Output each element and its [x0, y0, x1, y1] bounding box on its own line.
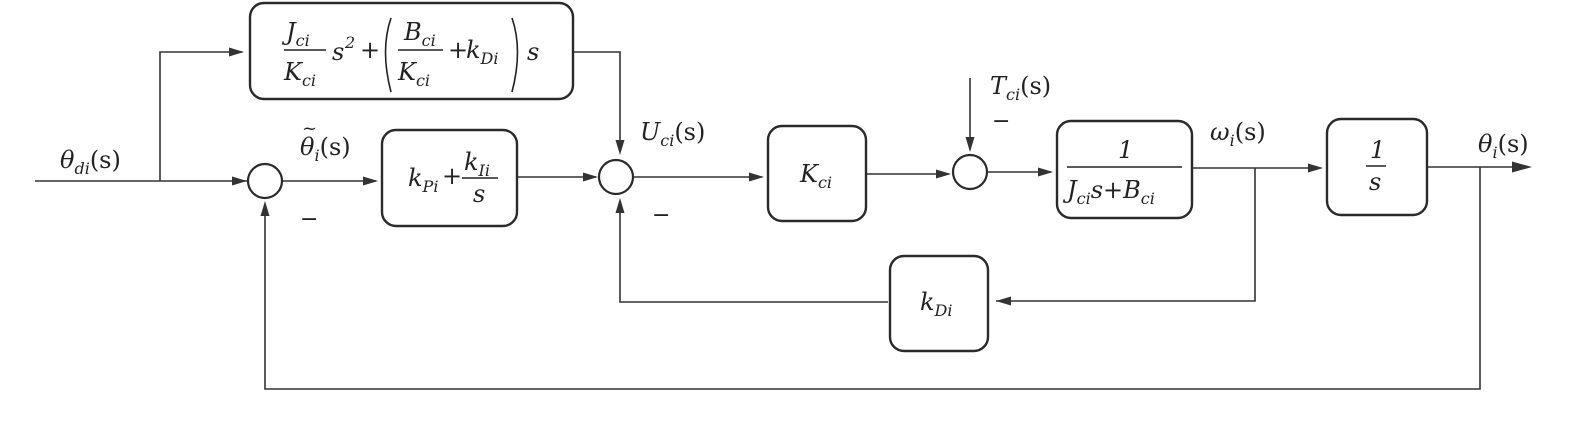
plant-block: 1 Jcis+Bci [1055, 119, 1194, 220]
error-feedback-sign: − [300, 207, 318, 232]
svg-text:s: s [473, 180, 485, 208]
sum-junction-torque [951, 153, 989, 191]
velocity-feedback-sign: − [652, 203, 670, 228]
svg-text:2: 2 [344, 33, 355, 52]
svg-text:1: 1 [1370, 136, 1385, 164]
pi-controller-block: kPi + kIi s [380, 128, 519, 228]
svg-text:s: s [1369, 168, 1381, 196]
disturbance-sign: − [992, 109, 1010, 134]
disturbance-label: Tci(s) [990, 72, 1051, 104]
output-signal-label: θi(s) [1478, 130, 1529, 162]
integrator-block-label: 1 s [1366, 136, 1386, 196]
arrowheads [229, 47, 1532, 306]
svg-text:s: s [527, 38, 539, 66]
svg-text:+: + [360, 36, 380, 64]
svg-text:+: + [442, 162, 462, 190]
signal-wires [35, 51, 1520, 390]
integrator-block: 1 s [1325, 117, 1429, 217]
svg-text:1: 1 [1118, 136, 1133, 164]
svg-text:s: s [332, 38, 344, 66]
sum-junction-error [246, 162, 284, 200]
control-signal-label: Uci(s) [640, 118, 705, 150]
derivative-gain-block: kDi [888, 254, 990, 353]
error-signal-label: θi(s) [300, 133, 351, 165]
gain-block: Kci [766, 124, 868, 223]
sum-junction-control [597, 158, 635, 196]
omega-signal-label: ωi(s) [1210, 118, 1266, 150]
feedforward-block: Jci Kci s 2 + Bci Kci + kDi s [248, 1, 575, 101]
tilde-mark: ~ [302, 118, 317, 139]
svg-text:+: + [448, 36, 468, 64]
input-signal-label: θdi(s) [60, 146, 121, 178]
